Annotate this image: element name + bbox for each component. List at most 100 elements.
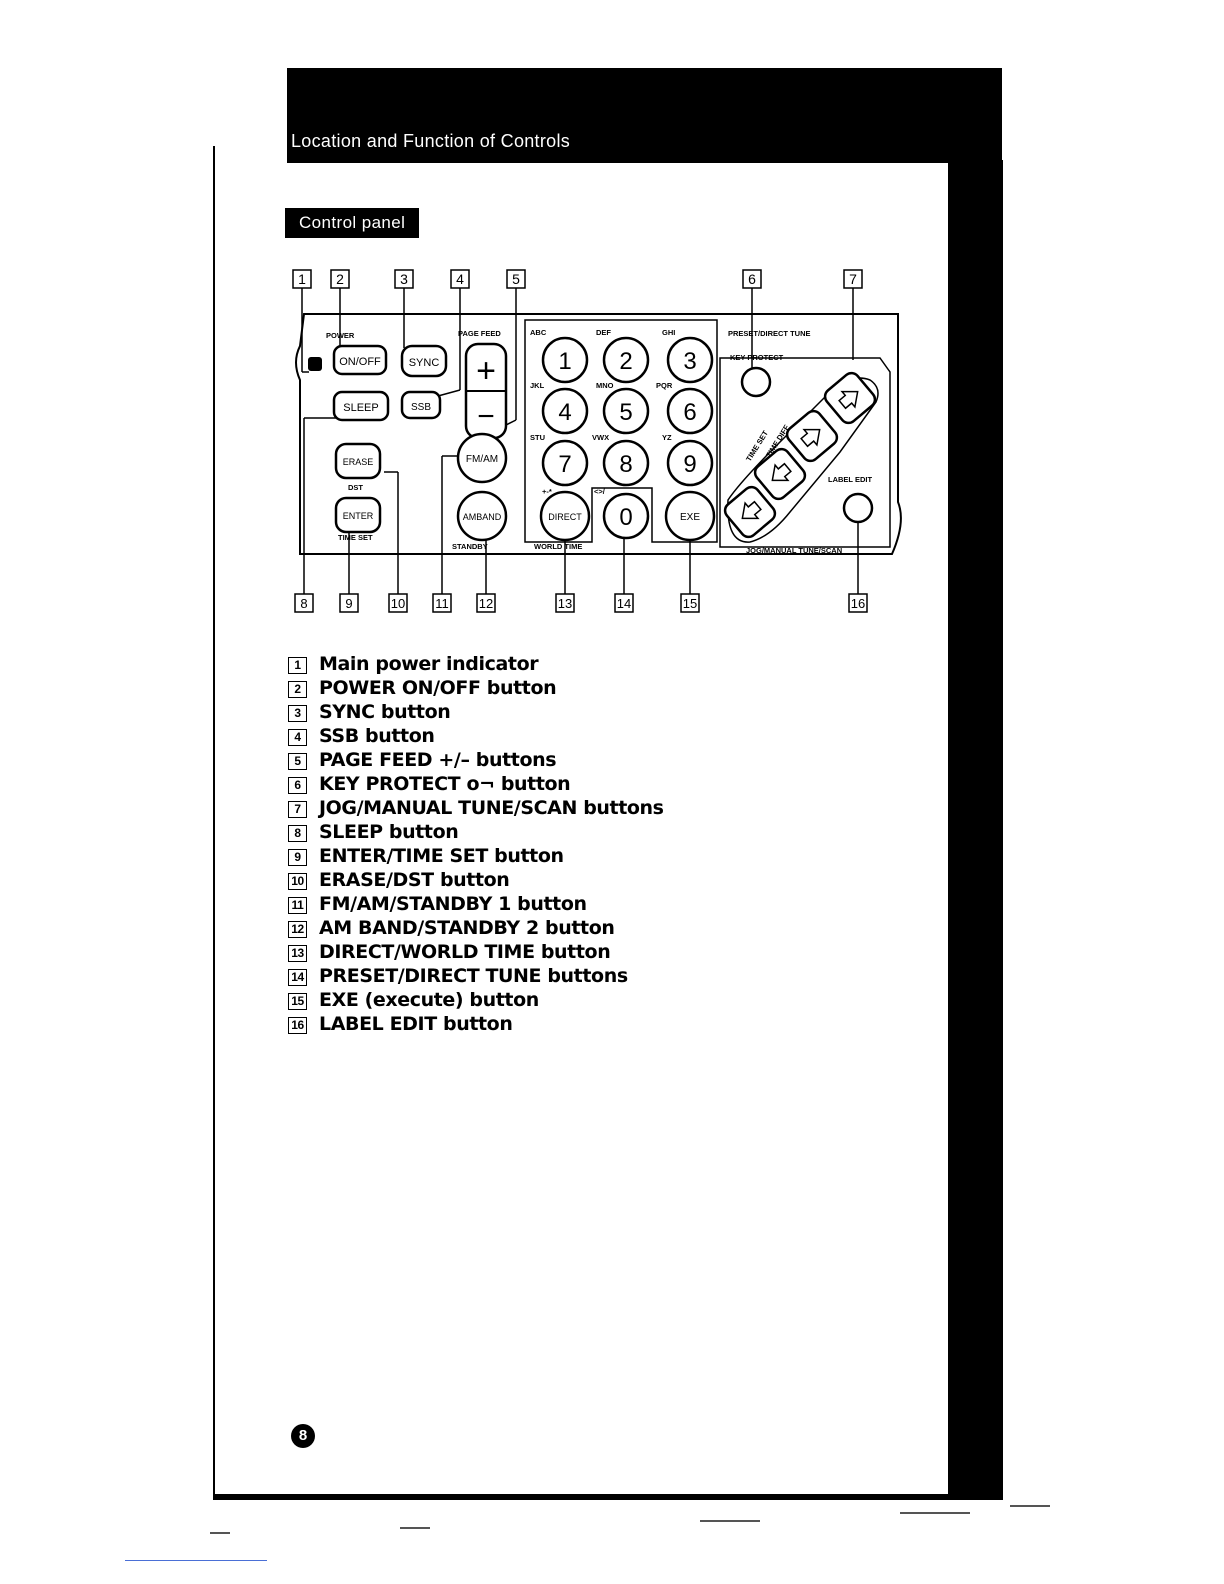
svg-text:0: 0 (619, 504, 632, 531)
legend-label: SYNC button (319, 701, 451, 723)
legend-label: JOG/MANUAL TUNE/SCAN buttons (319, 797, 664, 819)
svg-text:12: 12 (479, 596, 493, 611)
svg-text:15: 15 (683, 596, 697, 611)
section-title: Location and Function of Controls (291, 131, 571, 151)
svg-text:ERASE: ERASE (343, 457, 374, 467)
legend-number: 5 (288, 753, 307, 770)
legend-label: EXE (execute) button (319, 989, 539, 1011)
legend-number: 10 (288, 873, 307, 890)
key-protect-label: KEY PROTECT (730, 353, 784, 362)
jog-buttons (723, 371, 879, 543)
svg-text:1: 1 (298, 271, 306, 287)
legend-label: PAGE FEED +/– buttons (319, 749, 557, 771)
scan-artifact (400, 1527, 430, 1529)
svg-text:4: 4 (558, 399, 571, 426)
legend-label: ERASE/DST button (319, 869, 510, 891)
letters-stu: STU (530, 433, 545, 442)
legend-number: 15 (288, 993, 307, 1010)
button-sleep: SLEEP (332, 390, 390, 422)
jog-button-3 (785, 409, 839, 463)
callout-3: 3 (394, 269, 414, 289)
svg-text:FM/AM: FM/AM (466, 454, 498, 465)
power-label: POWER (326, 331, 355, 340)
legend-label: AM BAND/STANDBY 2 button (319, 917, 615, 939)
key-7: 7 (541, 439, 589, 487)
svg-text:9: 9 (345, 596, 352, 611)
legend-number: 4 (288, 729, 307, 746)
letters-pqr: PQR (656, 381, 673, 390)
svg-text:2: 2 (336, 271, 344, 287)
legend-label: Main power indicator (319, 653, 539, 675)
key-3: 3 (666, 336, 714, 384)
legend-number: 14 (288, 969, 307, 986)
svg-text:3: 3 (683, 348, 696, 375)
svg-text:9: 9 (683, 451, 696, 478)
svg-text:14: 14 (617, 596, 631, 611)
legend-label: SLEEP button (319, 821, 459, 843)
svg-text:EXE: EXE (680, 512, 700, 523)
label-edit-label: LABEL EDIT (828, 475, 872, 484)
callout-15: 15 (680, 593, 700, 613)
jog-button-1 (723, 485, 777, 539)
callout-5: 5 (506, 269, 526, 289)
svg-text:7: 7 (849, 271, 857, 287)
jog-button-4 (823, 371, 877, 425)
letters-symbols-1: +-* (542, 487, 552, 496)
control-panel-diagram: 1 2 3 4 5 6 7 8 9 10 11 12 13 14 15 16 P… (292, 269, 902, 613)
legend-label: FM/AM/STANDBY 1 button (319, 893, 587, 915)
legend-item: 2 POWER ON/OFF button (288, 676, 664, 700)
key-9: 9 (666, 439, 714, 487)
page-number-badge: 8 (291, 1424, 315, 1448)
letters-def: DEF (596, 328, 611, 337)
svg-text:2: 2 (619, 348, 632, 375)
svg-text:+: + (476, 352, 496, 390)
button-ssb: SSB (400, 390, 442, 420)
legend-item: 8 SLEEP button (288, 820, 664, 844)
legend-number: 11 (288, 897, 307, 914)
key-6: 6 (666, 387, 714, 435)
legend-number: 13 (288, 945, 307, 962)
callout-2: 2 (330, 269, 350, 289)
callout-11: 11 (432, 593, 452, 613)
scan-artifact (125, 1560, 267, 1561)
legend-number: 2 (288, 681, 307, 698)
jog-button-2 (753, 447, 807, 501)
legend-label: POWER ON/OFF button (319, 677, 557, 699)
callout-1: 1 (292, 269, 312, 289)
world-time-label: WORLD TIME (534, 542, 582, 551)
svg-text:6: 6 (748, 271, 756, 287)
legend-number: 6 (288, 777, 307, 794)
key-2: 2 (602, 336, 650, 384)
legend-label: SSB button (319, 725, 435, 747)
button-enter: ENTER (334, 496, 382, 534)
svg-text:7: 7 (558, 451, 571, 478)
legend-number: 8 (288, 825, 307, 842)
panel-outline (295, 313, 902, 555)
preset-direct-tune-label: PRESET/DIRECT TUNE (728, 329, 811, 338)
svg-text:AMBAND: AMBAND (463, 512, 502, 522)
letters-symbols-2: <>/ (594, 487, 606, 496)
callout-13: 13 (555, 593, 575, 613)
letters-yz: YZ (662, 433, 672, 442)
button-erase: ERASE (334, 442, 382, 480)
callout-12: 12 (476, 593, 496, 613)
svg-text:6: 6 (683, 399, 696, 426)
svg-text:ENTER: ENTER (343, 511, 374, 521)
button-sync: SYNC (400, 344, 448, 378)
svg-text:1: 1 (558, 348, 571, 375)
button-key-protect (740, 366, 772, 398)
legend-label: LABEL EDIT button (319, 1013, 513, 1035)
svg-text:8: 8 (300, 596, 307, 611)
time-set-label: TIME SET (338, 533, 373, 542)
callout-16: 16 (848, 593, 868, 613)
dst-label: DST (348, 483, 363, 492)
legend-item: 11 FM/AM/STANDBY 1 button (288, 892, 664, 916)
callout-7: 7 (843, 269, 863, 289)
scan-artifact (1010, 1505, 1050, 1507)
